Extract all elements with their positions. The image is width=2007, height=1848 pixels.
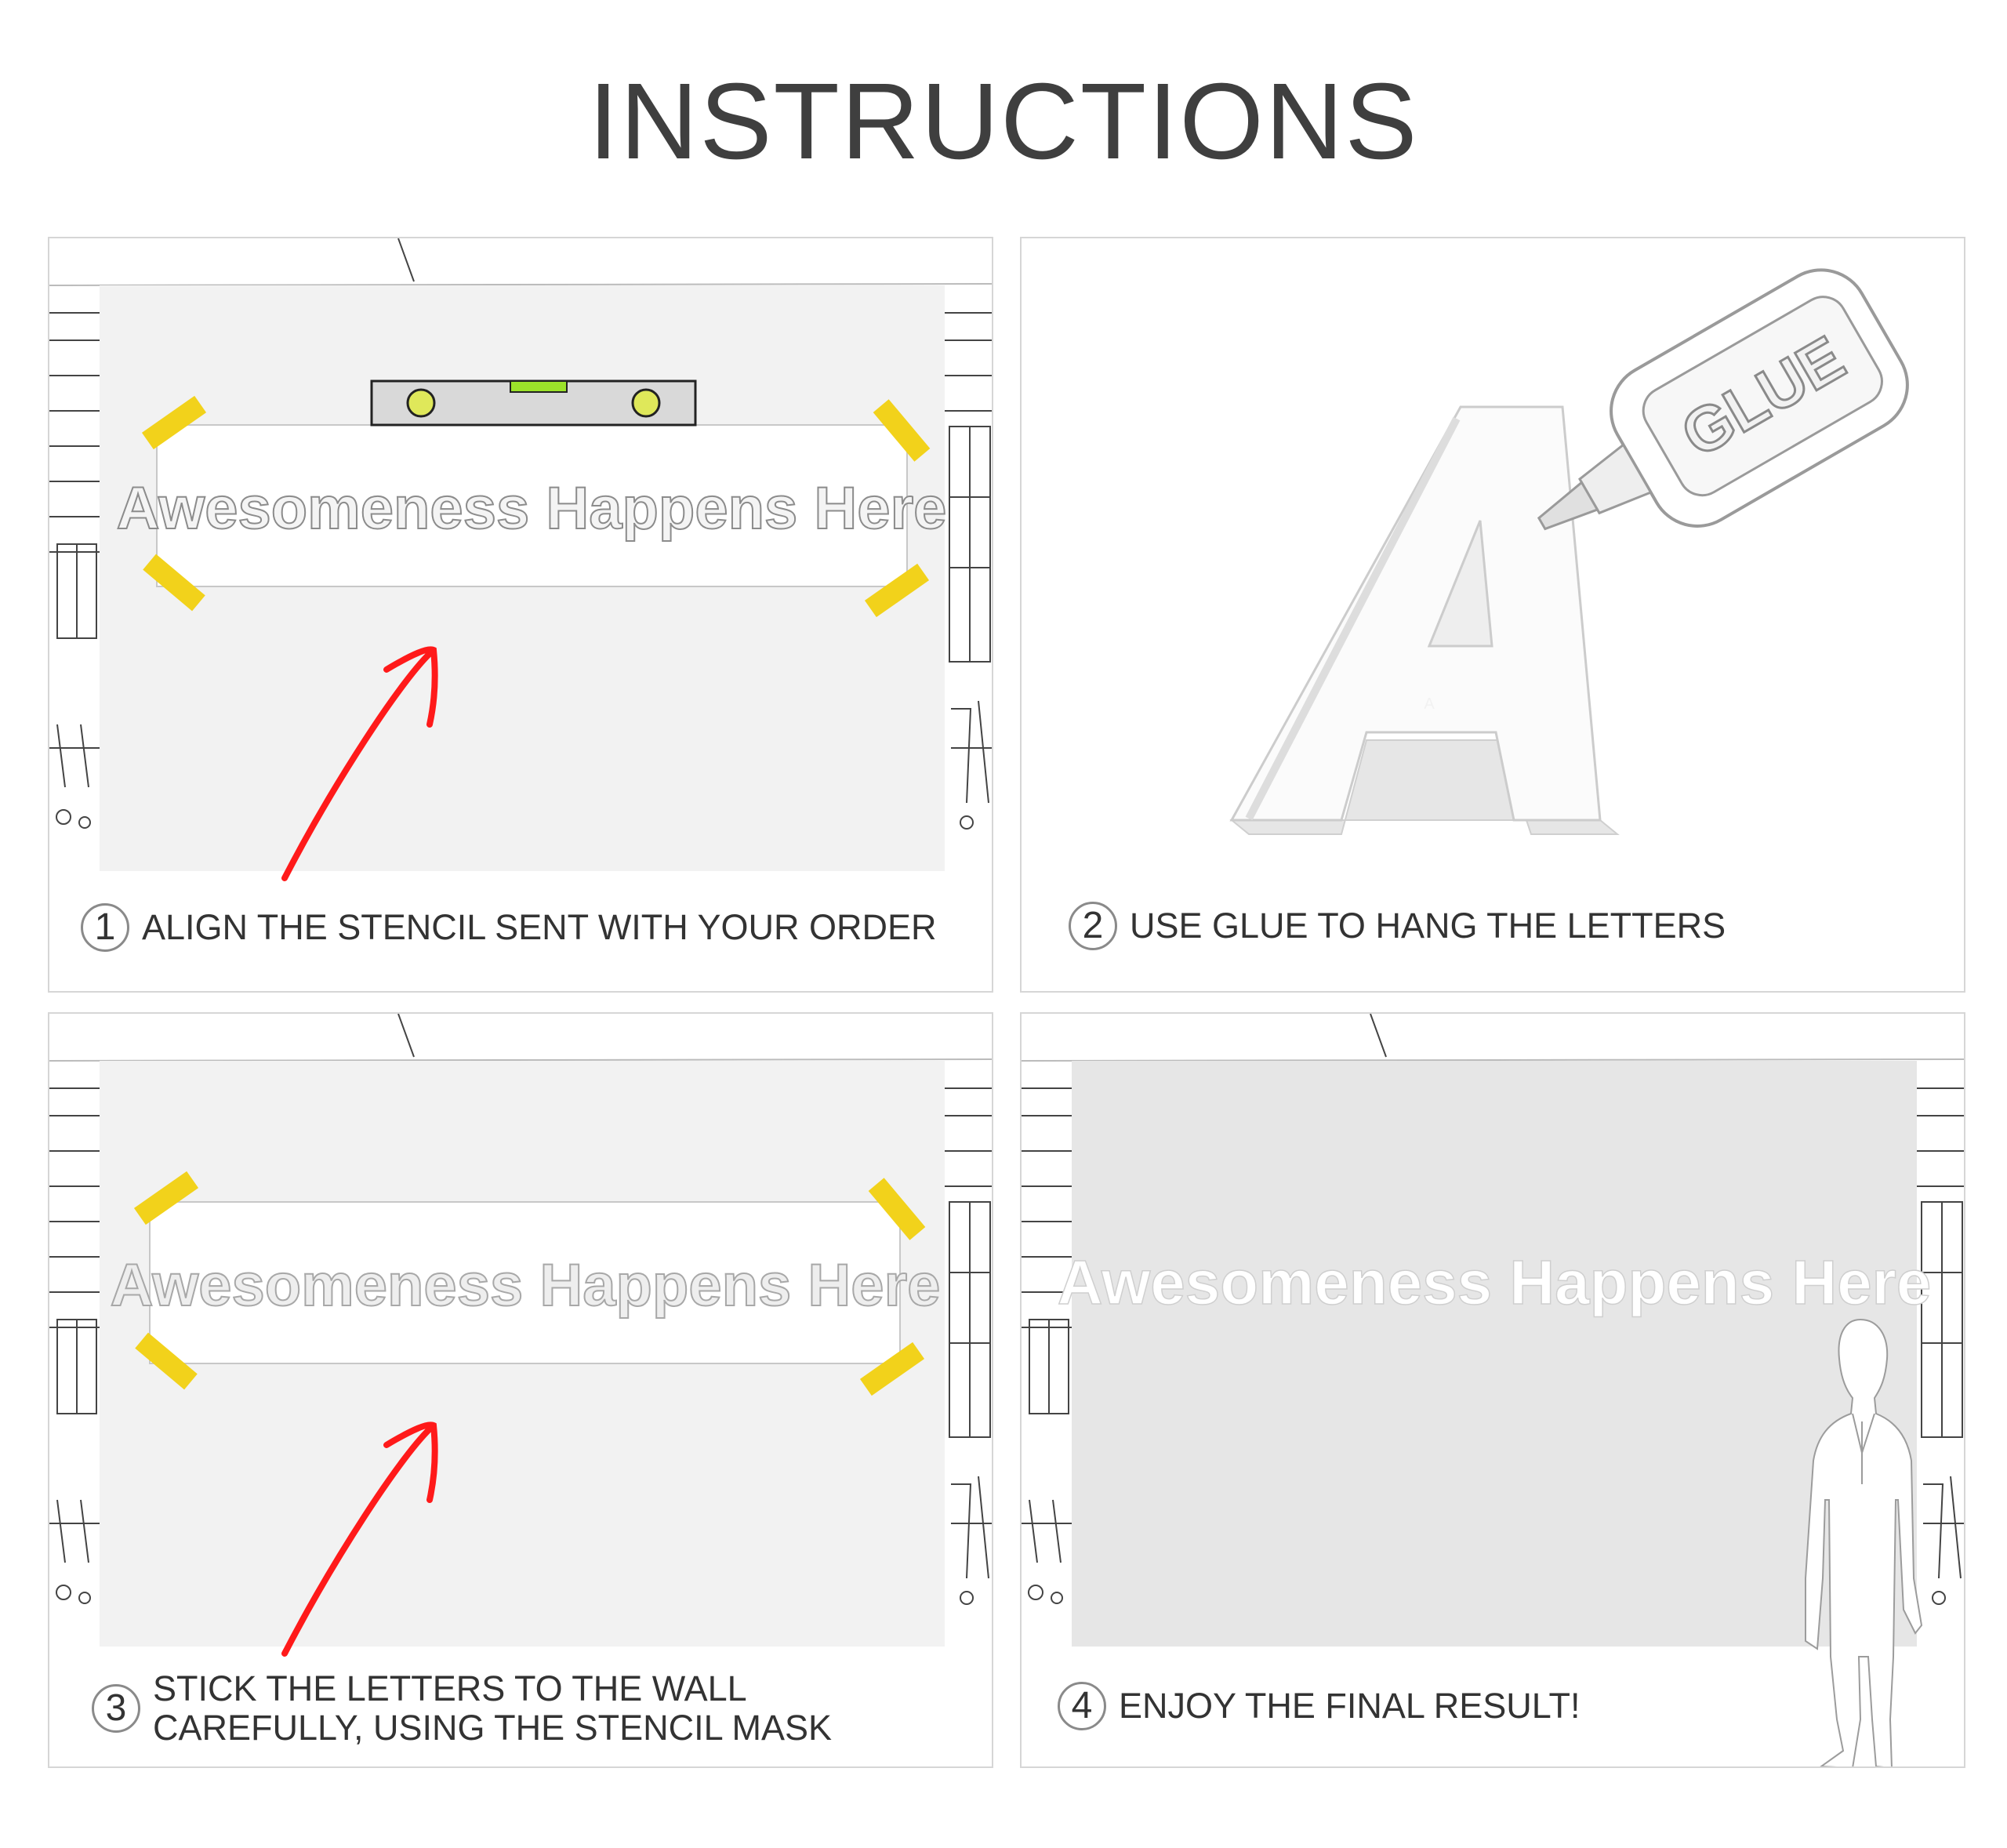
step-1-panel: Awesomeness Happens Here 1 ALIGN THE STE… — [48, 237, 993, 993]
step-3-illustration: Awesomeness Happens Here — [49, 1014, 992, 1657]
stencil-sheet — [149, 1201, 901, 1364]
step-number: 3 — [92, 1684, 140, 1733]
sign-text: Awesomeness Happens Here — [1058, 1247, 1932, 1317]
step-number: 1 — [81, 903, 129, 952]
step-4-panel: Awesomeness Happens Here 4 ENJOY THE FIN… — [1020, 1012, 1965, 1768]
person-silhouette — [1805, 1318, 1923, 1766]
tape-pieces — [133, 1171, 926, 1396]
wall — [1072, 1061, 1917, 1646]
red-arrow — [281, 646, 438, 881]
step-2-panel: A GLUE 2 USE GLUE TO HANG THE LETTERS — [1020, 237, 1965, 993]
step-1-caption: 1 ALIGN THE STENCIL SENT WITH YOUR ORDER — [81, 903, 937, 952]
step-2-caption: 2 USE GLUE TO HANG THE LETTERS — [1069, 902, 1726, 950]
stencil-text: Awesomeness Happens Here — [117, 475, 947, 542]
letter-a-3d: A — [1229, 405, 1620, 835]
letter-a-label: A — [1424, 695, 1435, 713]
step-3-panel: Awesomeness Happens Here 3 STICK THE LET… — [48, 1012, 993, 1768]
caption-line: ALIGN THE STENCIL SENT WITH YOUR ORDER — [142, 907, 937, 947]
room-sketch — [49, 238, 992, 830]
room-sketch — [49, 1014, 992, 1605]
spirit-level — [370, 379, 697, 427]
step-number: 2 — [1069, 902, 1117, 950]
caption-line: USE GLUE TO HANG THE LETTERS — [1130, 906, 1726, 946]
step-4-illustration: Awesomeness Happens Here — [1022, 1014, 1964, 1766]
page-title: INSTRUCTIONS — [588, 61, 1419, 182]
step-2-illustration: A GLUE — [1229, 268, 1909, 835]
step-1-illustration: Awesomeness Happens Here — [49, 238, 992, 881]
room-sketch — [1022, 1014, 1964, 1605]
step-3-caption: 3 STICK THE LETTERS TO THE WALL CAREFULL… — [92, 1669, 832, 1748]
caption-line: ENJOY THE FINAL RESULT! — [1119, 1686, 1581, 1726]
caption-line: STICK THE LETTERS TO THE WALL — [153, 1668, 747, 1708]
step-4-caption: 4 ENJOY THE FINAL RESULT! — [1058, 1682, 1580, 1730]
glue-bottle: GLUE — [1537, 268, 1909, 531]
red-arrow — [281, 1421, 438, 1657]
step-number: 4 — [1058, 1682, 1106, 1730]
stencil-sheet — [156, 424, 908, 587]
caption-line: CAREFULLY, USING THE STENCIL MASK — [153, 1708, 833, 1748]
tape-pieces — [141, 395, 931, 618]
stencil-text: Awesomeness Happens Here — [111, 1252, 941, 1319]
